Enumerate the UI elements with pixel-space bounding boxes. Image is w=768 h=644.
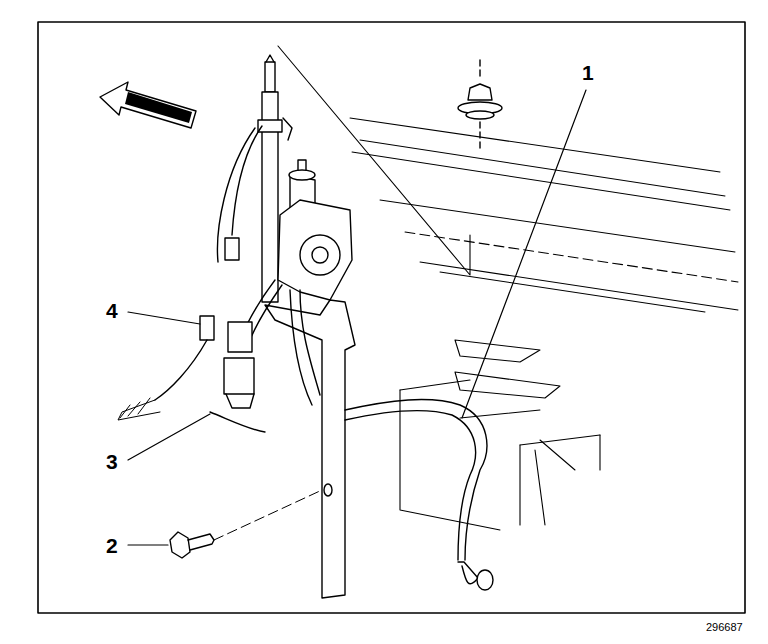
callout-number: 3 bbox=[106, 451, 118, 472]
direction-arrow bbox=[100, 82, 196, 128]
leader-line bbox=[128, 90, 586, 545]
callout-number: 1 bbox=[582, 62, 594, 83]
grommet bbox=[458, 60, 502, 150]
mounting-bracket bbox=[265, 300, 355, 598]
callout-number: 2 bbox=[106, 535, 118, 556]
body-panel bbox=[350, 118, 738, 530]
detail-line bbox=[278, 46, 470, 275]
figure-number: 296687 bbox=[706, 622, 743, 633]
wiring-harness bbox=[118, 280, 282, 432]
inline-connector bbox=[225, 238, 239, 260]
bracket-bolt bbox=[170, 490, 322, 558]
antenna-cable bbox=[290, 290, 493, 590]
ground-wire bbox=[232, 126, 262, 235]
antenna-motor bbox=[278, 160, 352, 300]
callout-number: 4 bbox=[106, 300, 118, 321]
figure-frame bbox=[38, 22, 745, 613]
ground-wire bbox=[217, 128, 255, 262]
